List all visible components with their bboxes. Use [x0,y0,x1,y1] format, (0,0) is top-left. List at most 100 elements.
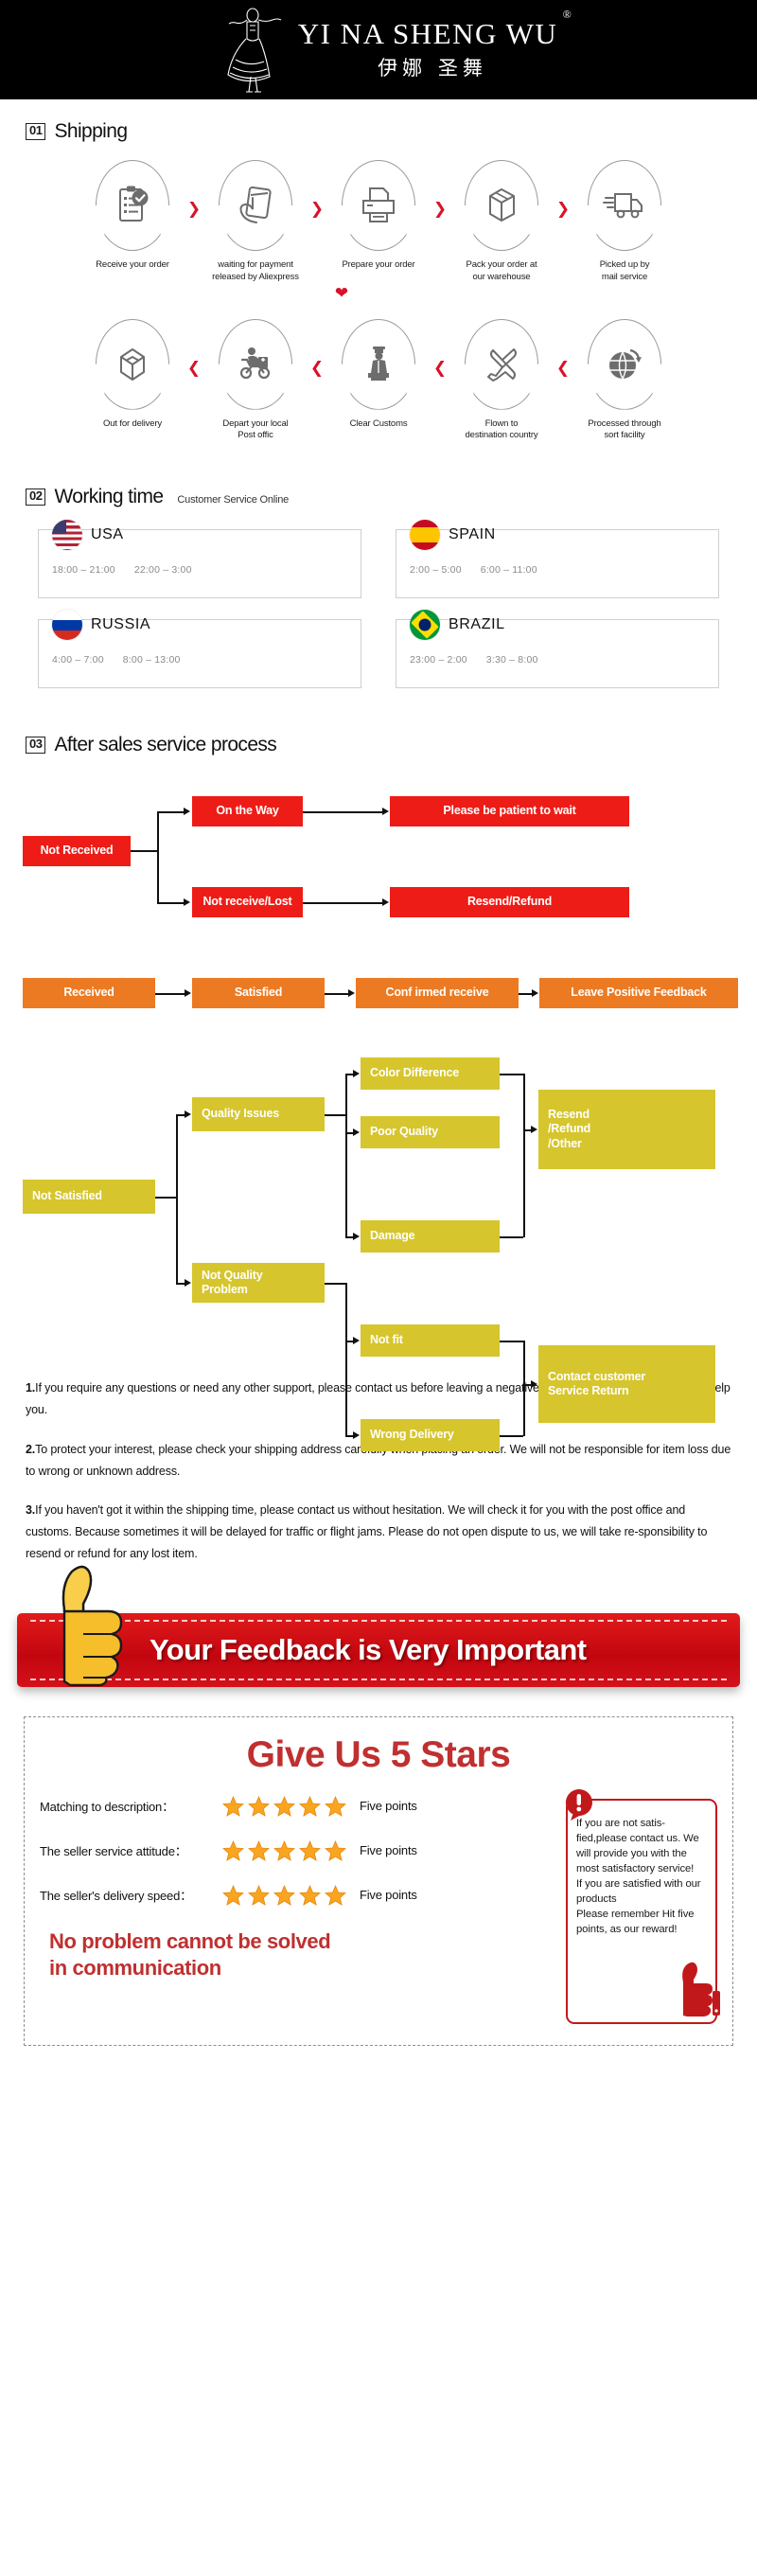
hours-slot: 3:30 – 8:00 [485,654,538,666]
hours-slot: 2:00 – 5:00 [410,564,462,577]
shipping-step: Flown to destination country [450,318,553,443]
working-time-heading: 02 Working time Customer Service Online [0,486,757,508]
step-label: Clear Customs [349,417,408,429]
shipping-section: 01 Shipping Receive your order [0,99,757,442]
flow-connector [523,1384,531,1386]
shipping-step: Clear Customs [327,318,430,431]
star-rating-5 [221,1839,347,1862]
note-item: 3.If you haven't got it within the shipp… [26,1500,731,1564]
flow-connector [325,993,348,995]
card-header: SPAIN [410,520,705,551]
section-number-01: 01 [26,123,46,140]
flow-arrow-left-icon: ❮ [186,358,202,378]
star-icon [248,1884,270,1906]
flow-box-contact-customer-service: Contact customer Service Return [538,1345,715,1424]
flow-arrowhead [353,1336,360,1344]
thumbs-up-red-icon [682,1962,720,2016]
flow-arrowhead [353,1128,360,1136]
flow-box-quality-issues: Quality Issues [192,1097,325,1132]
flow-connector [345,1132,353,1134]
box-package-icon [489,188,515,222]
dancer-logo-icon [227,7,282,93]
flow-arrow-left-icon: ❮ [309,358,325,378]
shipping-step: Depart your local Post offic [204,318,307,443]
flow-connector [500,1074,523,1075]
star-icon [299,1884,321,1906]
flow-connector [157,811,184,813]
brand-name-en: YI NA SHENG WU® [297,7,573,50]
flow-connector [345,1074,347,1237]
star-icon [248,1795,270,1817]
flow-connector [131,850,157,852]
country-name: USA [91,526,124,543]
flow-arrow-right-icon: ❯ [309,200,325,219]
airplane-icon [487,347,517,382]
note-number: 3. [26,1503,36,1518]
feedback-banner: Your Feedback is Very Important [17,1612,740,1687]
flow-arrowhead [184,807,190,815]
flow-box-on-the-way: On the Way [192,796,303,827]
flow-connector [155,1197,176,1199]
working-time-card-russia: RUSSIA 4:00 – 7:00 8:00 – 13:00 [38,610,361,689]
step-oval [96,318,169,410]
flow-arrowhead [185,988,191,997]
flag-usa-icon [52,520,82,551]
card-header: BRAZIL [410,610,705,641]
flow-arrowhead [353,1430,360,1439]
flow-connector [345,1236,353,1238]
hours-slot: 18:00 – 21:00 [52,564,115,577]
step-oval [342,318,415,410]
customs-officer-icon [368,346,389,381]
flow-arrowhead [185,1278,191,1287]
flow-connector [155,993,185,995]
working-hours: 23:00 – 2:00 3:30 – 8:00 [410,654,705,666]
rating-label: The seller's delivery speed： [40,1889,192,1903]
flow-connector [523,1129,531,1131]
step-oval [588,318,661,410]
step-label: Processed through sort facility [588,417,661,441]
section-number-02: 02 [26,489,46,506]
working-time-card-usa: USA 18:00 – 21:00 22:00 – 3:00 [38,520,361,599]
flow-connector [500,1341,523,1342]
star-rating-5 [221,1795,347,1818]
shipping-step: Picked up by mail service [573,160,676,284]
step-label: Flown to destination country [465,417,538,441]
country-name: RUSSIA [91,616,151,633]
step-label: Pack your order at our warehouse [466,259,537,282]
flow-connector [523,1341,525,1437]
flow-arrow-down-icon: ❤ [334,283,349,303]
shipping-step: Prepare your order [327,160,430,272]
flow-box-not-received: Not Received [23,836,131,867]
flow-arrow-left-icon: ❮ [432,358,448,378]
step-label: Depart your local Post offic [222,417,289,441]
flow-box-please-wait: Please be patient to wait [390,796,629,827]
rating-label: Matching to description： [40,1800,174,1814]
flow-arrowhead [531,1379,537,1388]
section-number-03: 03 [26,737,46,755]
shipping-step: Receive your order [81,160,184,272]
after-sales-flowchart: Not Received On the Way Please be patien… [0,777,757,1452]
warning-text: If you are not satis-fied,please contact… [576,1817,701,1935]
flag-russia-icon [52,610,82,641]
star-icon [325,1839,346,1861]
country-name: BRAZIL [449,616,505,633]
star-icon [222,1884,244,1906]
step-label: Out for delivery [102,417,162,429]
star-icon [299,1795,321,1817]
flow-connector [500,1435,523,1437]
rating-row: The seller service attitude： Five points [40,1839,553,1862]
star-icon [222,1795,244,1817]
flow-connector [325,1114,345,1116]
brand-header: YI NA SHENG WU® 伊娜 圣舞 [0,0,757,99]
section-title-working-time: Working time [54,486,164,508]
rating-rows: Matching to description： Five points The… [40,1795,553,2024]
flow-connector [345,1074,353,1075]
flow-arrowhead [348,988,355,997]
flow-connector [345,1341,353,1342]
flow-connector [500,1236,523,1238]
star-rating-5 [221,1884,347,1907]
shipping-step: Pack your order at our warehouse [450,160,553,284]
step-oval [342,160,415,251]
star-icon [248,1839,270,1861]
flow-box-received: Received [23,978,155,1009]
